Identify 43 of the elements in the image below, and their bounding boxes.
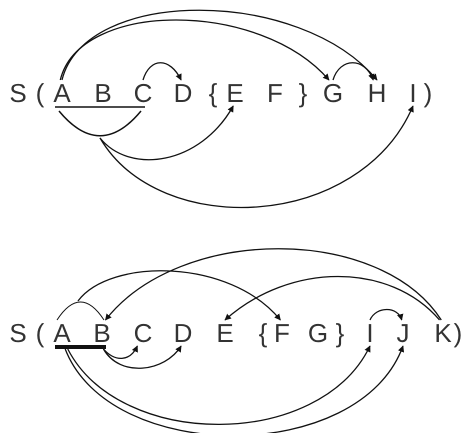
dependency-arrow xyxy=(60,19,330,80)
symbol-letter: H xyxy=(368,80,386,106)
dependency-arrow xyxy=(332,62,374,81)
bracket-symbol: } xyxy=(336,320,344,346)
bracket-symbol: S xyxy=(9,320,27,346)
dependency-arrow xyxy=(77,270,281,320)
bracket-symbol: ( xyxy=(36,320,44,346)
symbol-letter: G xyxy=(308,320,328,346)
bracket-symbol: { xyxy=(208,80,218,106)
dependency-arrow xyxy=(67,345,371,425)
dependency-arrow xyxy=(102,345,182,369)
symbol-letter: A xyxy=(53,320,71,346)
dependency-arrow xyxy=(142,62,182,81)
symbol-letter: B xyxy=(94,80,112,106)
bracket-symbol: S xyxy=(9,80,27,106)
bracket-symbol: ) xyxy=(454,320,462,346)
symbol-letter: D xyxy=(174,320,192,346)
symbol-letter: I xyxy=(409,80,417,106)
symbol-letter: E xyxy=(216,320,234,346)
symbol-letter: B xyxy=(93,320,111,346)
dependency-arrow xyxy=(102,345,138,359)
dependency-arrow xyxy=(105,248,442,320)
symbol-letter: J xyxy=(396,320,410,346)
dependency-arrow xyxy=(64,345,404,433)
dependency-arrow xyxy=(99,105,414,208)
bracket-symbol: ( xyxy=(36,80,44,106)
symbol-letter: F xyxy=(274,320,290,346)
symbol-letter: A xyxy=(53,80,71,106)
symbol-letter: F xyxy=(267,80,283,106)
symbol-letter: C xyxy=(134,80,152,106)
bracket-symbol: { xyxy=(258,320,268,346)
symbol-letter: D xyxy=(174,80,192,106)
symbol-letter: K xyxy=(434,320,452,346)
dependency-arrow xyxy=(224,276,440,321)
dependency-arrow xyxy=(61,10,378,80)
symbol-letter: E xyxy=(226,80,244,106)
dependency-arrow xyxy=(369,308,403,321)
symbol-letter: I xyxy=(366,320,374,346)
bracket-symbol: ) xyxy=(424,80,432,106)
symbol-letter: C xyxy=(134,320,152,346)
bracket-symbol: } xyxy=(298,80,308,106)
symbol-letter: G xyxy=(322,80,344,106)
dependency-arrow xyxy=(100,105,234,160)
